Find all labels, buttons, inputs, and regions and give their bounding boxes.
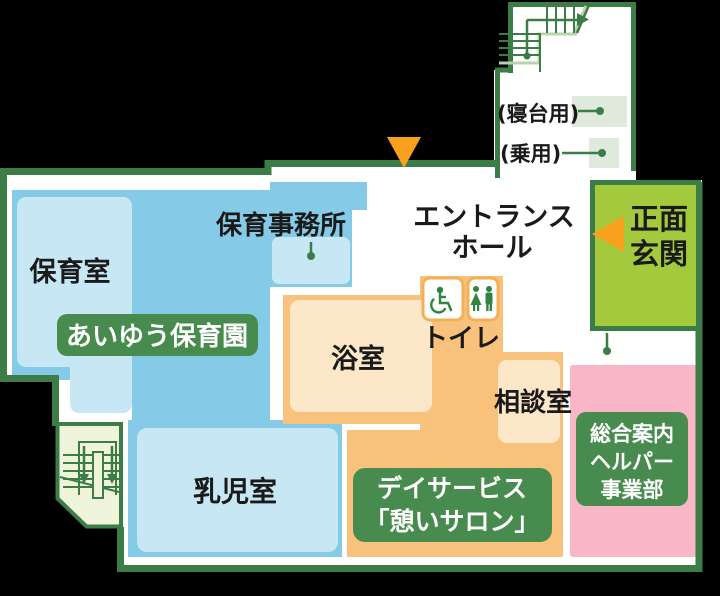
wall-bottom-right xyxy=(117,182,703,572)
room-nursery-label: 保育室 xyxy=(29,256,111,288)
elevator-stretcher-label: (寝台用) xyxy=(497,102,579,126)
down-arrow-icon xyxy=(387,137,421,168)
badge-nursery-school: あいゆう保育園 xyxy=(57,314,258,356)
room-labels: 保育室 保育事務所 エントランス ホール 浴室 トイレ 相談室 乳児室 xyxy=(29,202,575,508)
stairs-lower-area xyxy=(55,422,123,529)
wall-utility xyxy=(495,2,636,178)
main-entrance-label-line2: 玄関 xyxy=(630,237,688,271)
office-connector-dot xyxy=(307,252,315,260)
room-infant-rect xyxy=(137,428,338,552)
wheelchair-icon-box xyxy=(421,276,465,322)
badge-helper-division-text-line2: ヘルパー xyxy=(590,450,674,474)
badge-nursery-school-bg xyxy=(57,314,258,356)
restroom-icon xyxy=(470,286,493,311)
badge-helper-division-text-line1: 総合案内 xyxy=(590,422,674,446)
utility-section-floor xyxy=(494,2,636,180)
room-bath-rect xyxy=(290,300,432,412)
main-entrance-connector-dot xyxy=(603,347,611,355)
stairs-upper-start-dot xyxy=(523,52,531,60)
elevator-passenger-label: (乗用) xyxy=(500,142,561,166)
elevator-passenger-dot xyxy=(598,149,606,157)
room-nursery-office-label: 保育事務所 xyxy=(215,210,346,241)
wall-top-left xyxy=(0,160,498,382)
badge-helper-division-bg xyxy=(576,412,688,506)
elevator-pointer-lines xyxy=(562,109,598,155)
stairs-upper xyxy=(499,4,591,72)
room-toilet-label: トイレ xyxy=(422,324,500,354)
elevators: (寝台用) (乗用) xyxy=(497,96,627,168)
badge-day-service-bg xyxy=(353,468,552,542)
badge-helper-division-text-line3: 事業部 xyxy=(601,478,664,502)
main-entrance-label-line1: 正面 xyxy=(630,202,688,236)
badge-day-service: デイサービス 「憩いサロン」 xyxy=(353,468,552,542)
room-bath-label: 浴室 xyxy=(331,343,385,375)
room-nursery-office-rect xyxy=(272,237,350,284)
room-nursery-rect-ext xyxy=(70,197,132,413)
badge-day-service-text-line2: 「憩いサロン」 xyxy=(364,507,539,536)
entrance-hall-label-line1: エントランス xyxy=(413,202,574,233)
left-arrow-icon xyxy=(592,216,624,252)
wheelchair-icon xyxy=(430,286,453,314)
main-entrance-box xyxy=(590,180,701,331)
entrance-hall-label-line2: ホール xyxy=(452,233,533,264)
toilet-icons xyxy=(421,276,500,322)
stairs-upper-arrow xyxy=(577,13,589,26)
zone-nursery xyxy=(12,182,367,557)
stairs-upper-treads xyxy=(499,4,575,72)
badge-day-service-text-line1: デイサービス xyxy=(377,474,527,503)
badge-helper-division: 総合案内 ヘルパー 事業部 xyxy=(576,412,688,506)
stairs-lower-arrow-lines xyxy=(82,446,114,474)
stairs-lower xyxy=(55,422,123,529)
wall-left-step xyxy=(2,375,59,426)
badge-nursery-school-text: あいゆう保育園 xyxy=(66,321,248,352)
restroom-icon-box xyxy=(466,276,500,322)
stairs-lower-arrow-left xyxy=(79,474,89,484)
elevator-stretcher-dot xyxy=(596,107,604,115)
room-consult-label: 相談室 xyxy=(494,387,572,418)
room-infant-label: 乳児室 xyxy=(193,475,277,508)
room-consult-rect xyxy=(498,360,560,443)
stairs-lower-arrow-right xyxy=(107,474,117,484)
stairs-upper-path-line xyxy=(525,18,577,54)
walls xyxy=(0,2,703,572)
stairs-lower-newel xyxy=(92,451,104,499)
main-entrance: 正面 玄関 xyxy=(590,180,701,355)
